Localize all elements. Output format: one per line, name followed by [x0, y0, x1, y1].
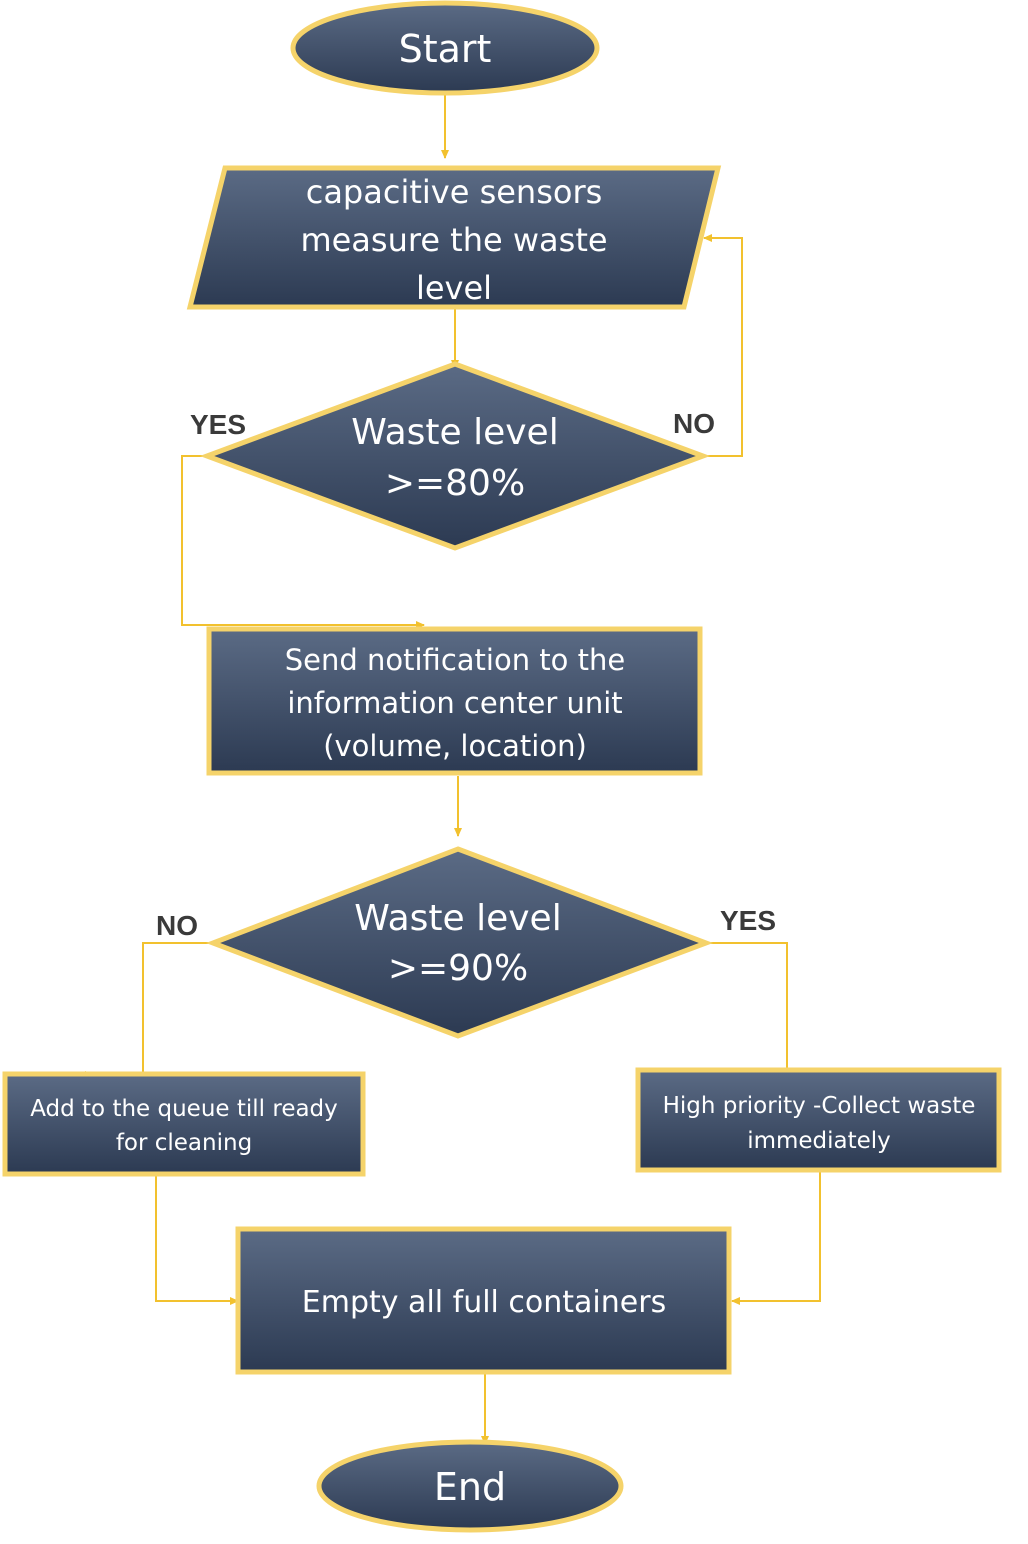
decision-80-diamond: Waste level >=80%: [199, 361, 711, 551]
notify-label-line1: Send notification to the: [285, 643, 625, 677]
start-terminal: Start: [290, 0, 600, 96]
connector-priority-to-empty: [731, 1172, 821, 1305]
sensor-input-box: capacitive sensors measure the waste lev…: [186, 165, 722, 310]
decision80-label-line1: Waste level: [351, 412, 558, 453]
connector-no90-to-queue: [77, 942, 213, 1079]
sensor-label-line3: level: [416, 269, 492, 307]
yes90-label: YES: [720, 905, 776, 936]
no90-label: NO: [156, 910, 198, 941]
notify-label-line2: information center unit: [287, 686, 622, 720]
connector-yes80-to-notify: [181, 455, 425, 629]
queue-label-line2: for cleaning: [116, 1130, 252, 1156]
no80-label: NO: [673, 408, 715, 439]
connector-no80-loop: [703, 234, 743, 457]
end-label: End: [434, 1465, 506, 1509]
empty-label: Empty all full containers: [302, 1285, 666, 1320]
notify-label-line3: (volume, location): [323, 729, 587, 763]
decision90-label-line1: Waste level: [354, 898, 561, 939]
decision90-label-line2: >=90%: [388, 948, 528, 989]
end-terminal: End: [316, 1439, 624, 1533]
connectors: [77, 95, 869, 1445]
queue-label-line1: Add to the queue till ready: [30, 1096, 338, 1122]
yes80-label: YES: [190, 409, 246, 440]
priority-label-line1: High priority -Collect waste: [663, 1093, 976, 1119]
notify-process-box: Send notification to the information cen…: [206, 626, 703, 776]
priority-label-line2: immediately: [747, 1128, 891, 1154]
priority-process-box: High priority -Collect waste immediately: [635, 1067, 1002, 1173]
decision-90-diamond: Waste level >=90%: [205, 846, 714, 1039]
queue-process-box: Add to the queue till ready for cleaning: [2, 1071, 366, 1177]
sensor-label-line1: capacitive sensors: [306, 173, 603, 211]
connector-yes90-to-priority: [706, 942, 869, 1077]
start-label: Start: [399, 27, 492, 71]
empty-containers-box: Empty all full containers: [235, 1226, 732, 1375]
sensor-label-line2: measure the waste: [300, 221, 607, 259]
connector-queue-to-empty: [155, 1175, 239, 1305]
decision80-label-line2: >=80%: [385, 463, 525, 504]
